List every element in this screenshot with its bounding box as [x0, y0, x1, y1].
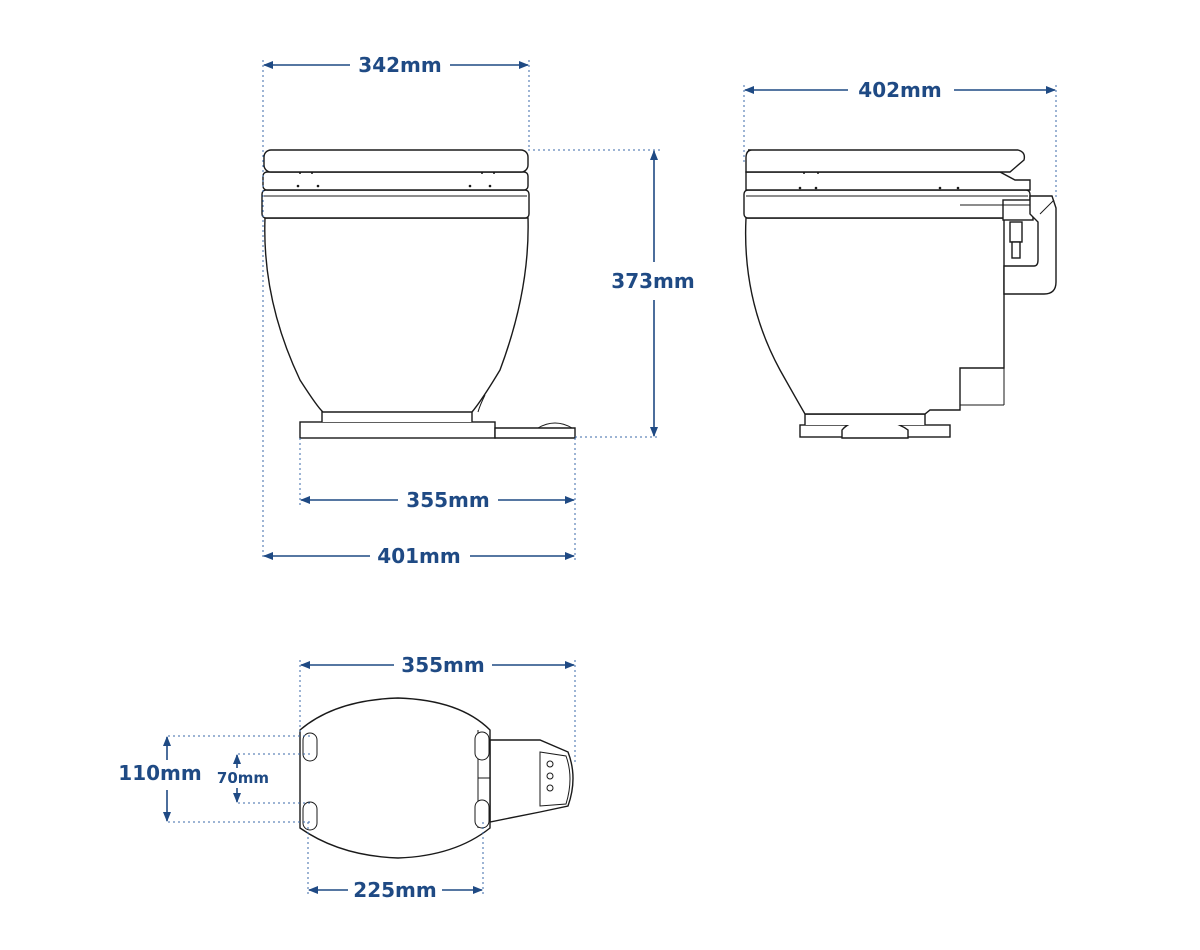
side-view [743, 149, 1057, 439]
base-view [299, 697, 574, 859]
dim-front-base: 355mm [300, 488, 575, 512]
dim-bolt-outer-label: 110mm [118, 761, 201, 785]
dim-bolt-outer: 110mm [118, 736, 202, 822]
dim-bolt-inner: 70mm [217, 754, 269, 803]
dim-front-overall-label: 401mm [377, 544, 460, 568]
dim-height: 373mm [611, 150, 695, 437]
dim-side-overall: 402mm [744, 78, 1056, 102]
dim-side-overall-label: 402mm [858, 78, 941, 102]
front-extension-lines [262, 60, 660, 560]
side-extension-lines [743, 85, 1057, 200]
dim-bolt-span-label: 225mm [353, 878, 436, 902]
dim-front-base-label: 355mm [406, 488, 489, 512]
dim-front-overall: 401mm [263, 544, 575, 568]
dim-front-width-label: 342mm [358, 53, 441, 77]
dim-height-label: 373mm [611, 269, 694, 293]
dim-bolt-span: 225mm [308, 878, 483, 902]
dim-base-length: 355mm [300, 653, 575, 677]
base-extension-lines [168, 660, 576, 895]
dim-bolt-inner-label: 70mm [217, 769, 269, 787]
dim-front-width: 342mm [263, 53, 529, 77]
dim-base-length-label: 355mm [401, 653, 484, 677]
front-view [261, 149, 576, 439]
